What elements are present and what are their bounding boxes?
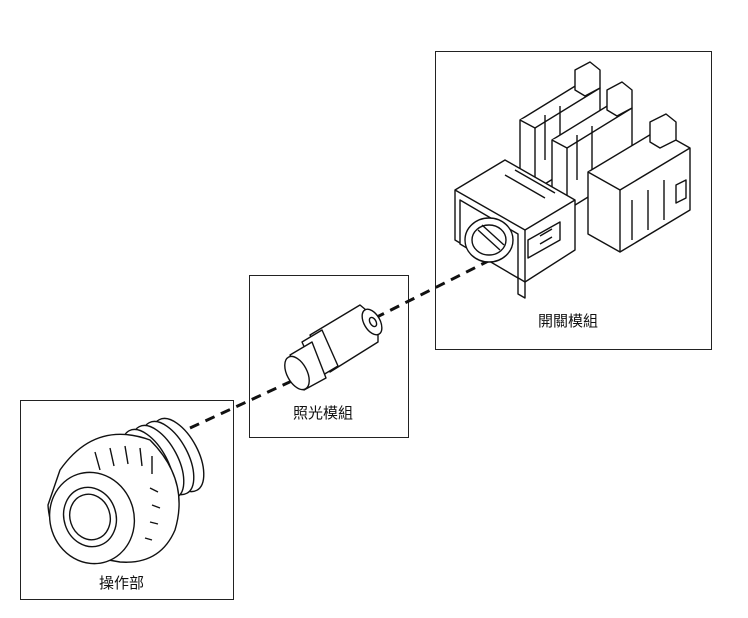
adapter-housing (454, 159, 576, 299)
operator-label: 操作部 (99, 574, 145, 592)
light-module-label: 照光模組 (293, 404, 354, 422)
switch-module-illustration (454, 61, 691, 299)
light-module-illustration (284, 304, 383, 391)
switch-module-label: 開關模組 (538, 312, 599, 330)
operator-illustration (47, 417, 205, 565)
contact-block-3 (587, 113, 691, 253)
